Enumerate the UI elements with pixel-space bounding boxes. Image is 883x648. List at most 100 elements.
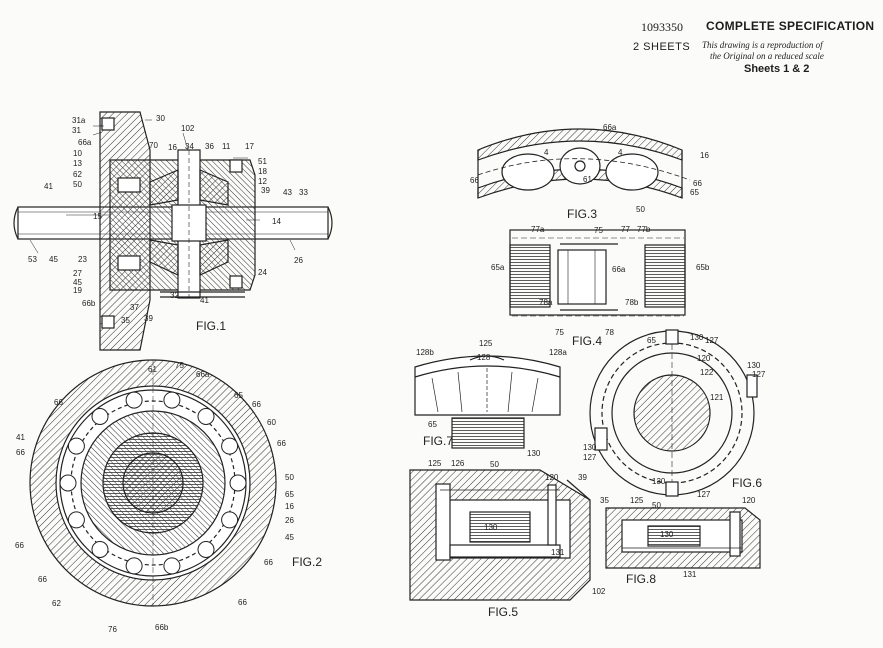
fig2-ref-numeral: 76	[108, 625, 117, 634]
fig7-ref-numeral: 125	[479, 339, 493, 348]
fig1-ref-numeral: 23	[78, 255, 87, 264]
fig8-ref-numeral: 131	[683, 570, 697, 579]
fig8-label: FIG.8	[626, 572, 656, 586]
fig2-ref-numeral: 66	[264, 558, 273, 567]
fig6-ref-numeral: 130	[652, 477, 666, 486]
fig7-ref-numeral: 128b	[416, 348, 434, 357]
fig7-ref-numeral: 65	[428, 420, 437, 429]
fig3-ref-numeral: 16	[700, 151, 709, 160]
fig2-ref-numeral: 66	[252, 400, 261, 409]
fig2-roller	[91, 408, 109, 425]
figure-4-drawing	[509, 229, 686, 317]
fig4-ref-numeral: 78a	[539, 298, 553, 307]
fig1-ref-numeral: 102	[181, 124, 195, 133]
fig1-ref-numeral: 18	[258, 167, 267, 176]
fig2-roller	[221, 437, 239, 455]
fig1-ref-numeral: 15	[93, 212, 102, 221]
fig2-roller	[125, 391, 143, 409]
reproduction-note-line2: the Original on a reduced scale	[710, 51, 824, 61]
fig2-ref-numeral: 41	[16, 433, 25, 442]
fig4-ref-numeral: 65b	[696, 263, 710, 272]
fig4-ref-numeral: 77a	[531, 225, 545, 234]
fig2-ref-numeral: 75	[175, 361, 184, 370]
fig1-ref-numeral: 13	[73, 159, 82, 168]
fig4-ref-numeral: 66a	[612, 265, 626, 274]
fig5-ref-numeral: 125	[428, 459, 442, 468]
fig6-ref-numeral: 127	[697, 490, 711, 499]
fig2-ref-numeral: 66b	[155, 623, 169, 632]
fig4-ref-numeral: 78	[605, 328, 614, 337]
fig2-ref-numeral: 66a	[196, 370, 210, 379]
fig1-ref-numeral: 14	[272, 217, 281, 226]
fig2-roller	[125, 557, 143, 575]
fig6-ref-numeral: 65	[647, 336, 656, 345]
fig6-ref-numeral: 122	[700, 368, 714, 377]
figure-3-drawing	[477, 128, 691, 199]
fig6-ref-numeral: 130	[690, 333, 704, 342]
fig2-ref-numeral: 16	[285, 502, 294, 511]
fig4-ref-numeral: 65a	[491, 263, 505, 272]
fig3-ref-numeral: 66	[470, 176, 479, 185]
fig4-ref-numeral: 75	[594, 226, 603, 235]
fig1-ref-numeral: 27	[73, 269, 82, 278]
fig4-label: FIG.4	[572, 334, 602, 348]
fig7-ref-numeral: 130	[527, 449, 541, 458]
fig5-ref-numeral: 130	[484, 523, 498, 532]
fig1-ref-numeral: 31a	[72, 116, 86, 125]
fig2-ref-numeral: 26	[285, 516, 294, 525]
fig5-label: FIG.5	[488, 605, 518, 619]
fig1-ref-numeral: 37	[130, 303, 139, 312]
fig2-roller	[163, 391, 181, 409]
fig2-roller	[91, 541, 109, 558]
fig1-ref-numeral: 16	[168, 143, 177, 152]
fig5-ref-numeral: 126	[451, 459, 465, 468]
fig2-ref-numeral: 45	[285, 533, 294, 542]
fig4-ref-numeral: 77b	[637, 225, 651, 234]
fig1-ref-numeral: 45	[49, 255, 58, 264]
fig1-ref-numeral: 35	[121, 316, 130, 325]
fig1-ref-numeral: 66a	[78, 138, 92, 147]
fig2-label: FIG.2	[292, 555, 322, 569]
fig1-ref-numeral: 24	[258, 268, 267, 277]
fig8-ref-numeral: 50	[652, 501, 661, 510]
fig1-ref-numeral: 62	[73, 170, 82, 179]
fig1-ref-numeral: 70	[149, 141, 158, 150]
fig1-ref-numeral: 17	[245, 142, 254, 151]
fig2-ref-numeral: 66	[277, 439, 286, 448]
fig2-ref-numeral: 60	[267, 418, 276, 427]
fig1-ref-numeral: 43	[283, 188, 292, 197]
fig3-ref-numeral: 66	[693, 179, 702, 188]
fig1-ref-numeral: 34	[185, 142, 194, 151]
fig5-ref-numeral: 50	[490, 460, 499, 469]
fig1-ref-numeral: 50	[73, 180, 82, 189]
figure-5-drawing	[409, 469, 591, 601]
figure-1-drawing	[13, 111, 333, 351]
spec-title: COMPLETE SPECIFICATION	[706, 19, 875, 33]
figure-7-drawing	[414, 355, 561, 449]
fig1-ref-numeral: 36	[205, 142, 214, 151]
fig7-ref-numeral: 128	[477, 353, 491, 362]
fig2-ref-numeral: 65	[234, 391, 243, 400]
fig1-ref-numeral: 51	[258, 157, 267, 166]
fig2-roller	[59, 474, 77, 492]
fig2-ref-numeral: 50	[285, 473, 294, 482]
fig1-ref-numeral: 11	[222, 142, 231, 151]
fig5-ref-numeral: 131	[551, 548, 565, 557]
fig1-ref-numeral: 45	[73, 278, 82, 287]
fig5-ref-numeral: 120	[545, 473, 559, 482]
fig1-ref-numeral: 19	[73, 286, 82, 295]
reproduction-note-line1: This drawing is a reproduction of	[702, 40, 823, 50]
fig3-ref-numeral: 66a	[603, 123, 617, 132]
fig7-ref-numeral: 128a	[549, 348, 567, 357]
fig3-ref-numeral: 61	[583, 175, 592, 184]
fig1-ref-numeral: 41	[200, 296, 209, 305]
figure-2-drawing	[29, 359, 277, 607]
fig2-ref-numeral: 66	[238, 598, 247, 607]
sheets-range: Sheets 1 & 2	[744, 63, 810, 75]
fig2-ref-numeral: 61	[148, 365, 157, 374]
fig1-ref-numeral: 31	[72, 126, 81, 135]
fig2-roller	[67, 437, 85, 455]
fig8-ref-numeral: 125	[630, 496, 644, 505]
fig2-roller	[229, 474, 247, 492]
